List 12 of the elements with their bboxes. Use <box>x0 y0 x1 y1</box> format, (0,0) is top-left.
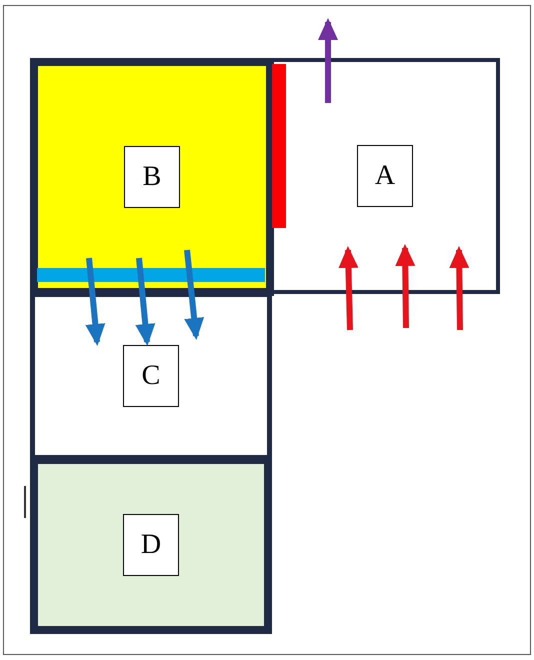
arrow <box>135 258 156 346</box>
arrow <box>184 250 204 340</box>
region-label: C <box>123 345 179 407</box>
region-label: B <box>124 146 180 208</box>
region-label: A <box>357 145 413 207</box>
arrow <box>449 246 470 330</box>
arrow <box>85 258 106 346</box>
region-label: D <box>123 514 179 576</box>
arrow <box>318 18 338 103</box>
arrow <box>395 244 416 328</box>
arrow <box>338 246 358 330</box>
region-box <box>30 58 274 296</box>
